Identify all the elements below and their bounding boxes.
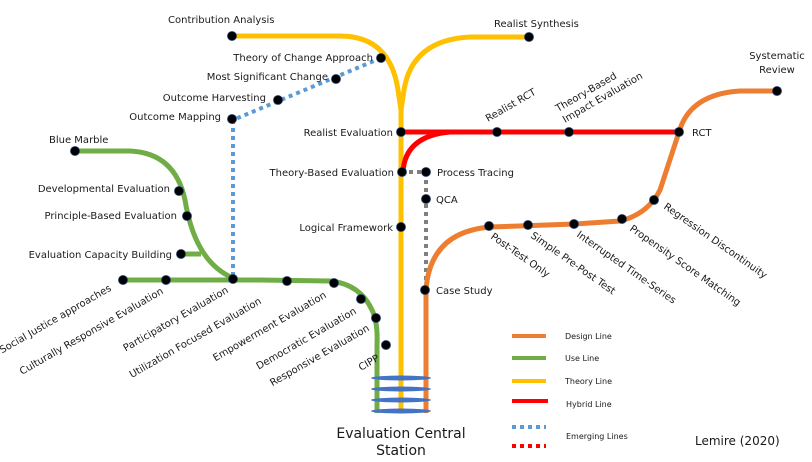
stop-outcome-mapping[interactable] (227, 114, 237, 124)
station-ring (371, 386, 431, 392)
design-line-path (423, 88, 776, 413)
label-process-tracing: Process Tracing (437, 168, 514, 179)
station-name-line2: Station (376, 443, 426, 459)
label-realist-evaluation: Realist Evaluation (304, 128, 393, 139)
stop-responsive-evaluation[interactable] (371, 313, 381, 323)
label-most-significant-change: Most Significant Change (207, 72, 328, 83)
label-realist-rct: Realist RCT (484, 87, 539, 125)
theory-line-right-branch (398, 34, 529, 111)
stop-participatory-evaluation[interactable] (228, 274, 238, 284)
legend-label-hybrid: Hybrid Line (566, 400, 612, 409)
label-outcome-harvesting: Outcome Harvesting (163, 93, 266, 104)
label-evaluation-capacity-building: Evaluation Capacity Building (29, 250, 172, 261)
stop-systematic-review[interactable] (772, 86, 782, 96)
emerging-lines (231, 56, 428, 290)
stop-qca[interactable] (421, 194, 431, 204)
stop-propensity-score-matching[interactable] (617, 214, 627, 224)
stop-theory-based-evaluation[interactable] (397, 167, 407, 177)
stop-outcome-harvesting[interactable] (273, 95, 283, 105)
label-theory-of-change: Theory of Change Approach (232, 53, 373, 64)
stop-theory-based-impact-evaluation[interactable] (564, 127, 574, 137)
stop-democratic-evaluation[interactable] (356, 294, 366, 304)
stop-utilization-focused-evaluation[interactable] (282, 276, 292, 286)
label-contribution-analysis: Contribution Analysis (168, 15, 274, 26)
label-qca: QCA (436, 195, 458, 206)
stop-post-test-only[interactable] (484, 221, 494, 231)
stop-cipp[interactable] (381, 340, 391, 350)
stop-social-justice-approaches[interactable] (118, 275, 128, 285)
stop-rct[interactable] (674, 127, 684, 137)
stops (70, 31, 782, 350)
label-theory-based-evaluation: Theory-Based Evaluation (269, 168, 394, 179)
station-name-line1: Evaluation Central (336, 426, 465, 442)
central-station-platform (371, 375, 431, 414)
stop-most-significant-change[interactable] (331, 74, 341, 84)
stop-theory-of-change[interactable] (376, 53, 386, 63)
stop-contribution-analysis[interactable] (227, 31, 237, 41)
stop-evaluation-capacity-building[interactable] (176, 249, 186, 259)
label-realist-synthesis: Realist Synthesis (494, 19, 579, 30)
station-ring (371, 408, 431, 414)
label-rct: RCT (692, 128, 712, 139)
hybrid-line-curve (400, 129, 451, 173)
legend-label-use: Use Line (565, 354, 599, 363)
label-outcome-mapping: Outcome Mapping (129, 112, 221, 123)
theory-line (232, 33, 529, 413)
stop-realist-synthesis[interactable] (524, 32, 534, 42)
credit-text: Lemire (2020) (695, 434, 780, 448)
hybrid-line (400, 129, 679, 173)
stop-principle-based-evaluation[interactable] (182, 211, 192, 221)
station-ring (371, 375, 431, 381)
label-logical-framework: Logical Framework (299, 223, 393, 234)
stop-simple-pre-post-test[interactable] (523, 220, 533, 230)
emerging-line-blue-diagonal (232, 56, 382, 122)
central-station-label: Evaluation Central Station (336, 426, 465, 459)
stop-case-study[interactable] (420, 285, 430, 295)
stop-empowerment-evaluation[interactable] (329, 278, 339, 288)
label-blue-marble: Blue Marble (49, 135, 108, 146)
label-propensity-score-matching: Propensity Score Matching (627, 223, 742, 308)
label-regression-discontinuity: Regression Discontinuity (661, 201, 769, 281)
label-systematic-line1: Systematic (749, 51, 805, 62)
stop-regression-discontinuity[interactable] (649, 195, 659, 205)
label-systematic-line2: Review (759, 65, 795, 76)
legend: Design Line Use Line Theory Line Hybrid … (512, 332, 628, 448)
legend-label-theory: Theory Line (564, 377, 612, 386)
theory-line-left-branch (232, 33, 404, 111)
label-developmental-evaluation: Developmental Evaluation (38, 184, 170, 195)
stop-culturally-responsive-evaluation[interactable] (161, 275, 171, 285)
legend-label-design: Design Line (565, 332, 612, 341)
stop-logical-framework[interactable] (396, 222, 406, 232)
design-line (423, 88, 776, 413)
use-line-upper (75, 148, 235, 281)
stop-realist-rct[interactable] (492, 127, 502, 137)
label-principle-based-evaluation: Principle-Based Evaluation (44, 211, 177, 222)
stop-developmental-evaluation[interactable] (174, 186, 184, 196)
stop-realist-evaluation[interactable] (396, 127, 406, 137)
label-case-study: Case Study (436, 286, 493, 297)
stop-blue-marble[interactable] (70, 146, 80, 156)
legend-label-emerging: Emerging Lines (566, 432, 628, 441)
station-ring (371, 397, 431, 403)
stop-interrupted-time-series[interactable] (569, 219, 579, 229)
stop-process-tracing[interactable] (421, 167, 431, 177)
